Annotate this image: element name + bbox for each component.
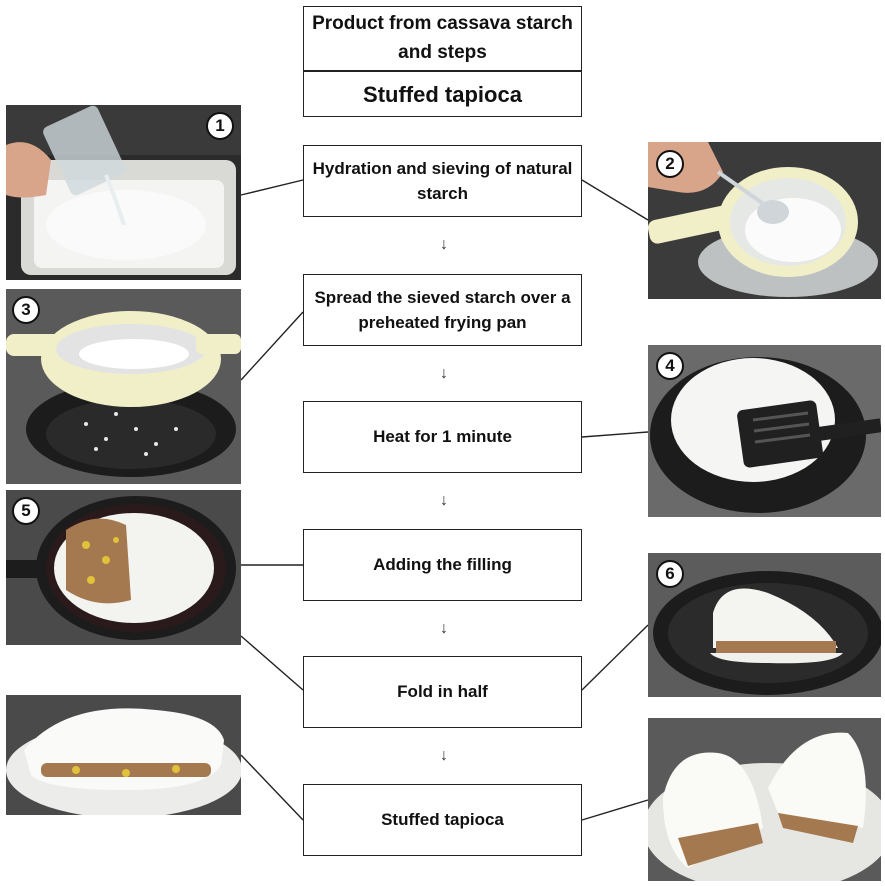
heating-with-spatula-photo — [648, 345, 881, 517]
folded-in-pan-photo — [648, 553, 881, 697]
connector-line — [581, 179, 649, 221]
step-spread: Spread the sieved starch over a preheate… — [303, 274, 582, 346]
connector-line — [581, 431, 649, 438]
tapioca-cut-halves-photo — [648, 718, 881, 881]
step-badge: 3 — [12, 296, 40, 324]
flow-arrow: ↓ — [440, 620, 448, 637]
water-pour-into-starch-photo — [6, 105, 241, 280]
connector-line — [240, 179, 304, 196]
step-final: Stuffed tapioca — [303, 784, 582, 856]
connector-line — [240, 311, 304, 381]
step-fold: Fold in half — [303, 656, 582, 728]
step-heat: Heat for 1 minute — [303, 401, 582, 473]
connector-line — [240, 635, 304, 691]
connector-line — [240, 754, 304, 821]
sieving-onto-pan-photo — [6, 289, 241, 484]
flow-arrow: ↓ — [440, 236, 448, 253]
connector-line — [581, 624, 649, 691]
step-badge: 6 — [656, 560, 684, 588]
step-badge: 2 — [656, 150, 684, 178]
connector-line — [581, 799, 649, 821]
sieve-over-bowl-photo — [648, 142, 881, 299]
step-badge: 5 — [12, 497, 40, 525]
step-badge: 4 — [656, 352, 684, 380]
flow-arrow: ↓ — [440, 492, 448, 509]
filling-added-photo — [6, 490, 241, 645]
product-title: Stuffed tapioca — [303, 71, 582, 117]
flow-arrow: ↓ — [440, 747, 448, 764]
flow-arrow: ↓ — [440, 365, 448, 382]
step-filling: Adding the filling — [303, 529, 582, 601]
step-badge: 1 — [206, 112, 234, 140]
step-hydration: Hydration and sieving of natural starch — [303, 145, 582, 217]
tapioca-on-plate-photo — [6, 695, 241, 815]
header-title: Product from cassava starch and steps — [303, 6, 582, 71]
